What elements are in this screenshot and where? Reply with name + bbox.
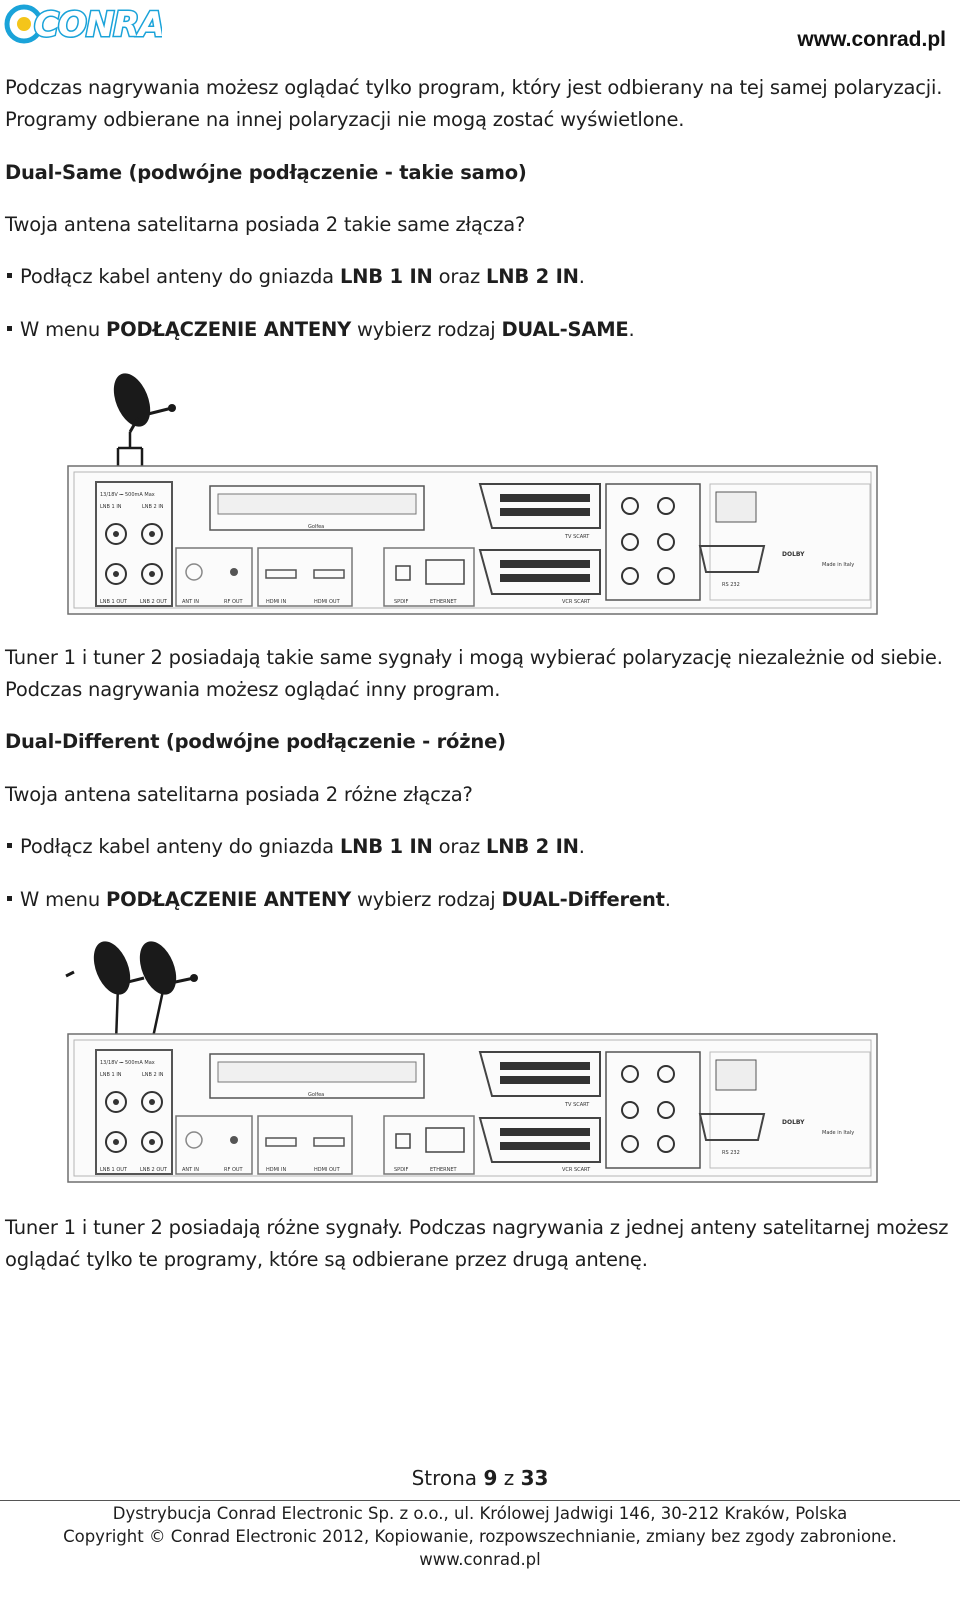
svg-text:RF OUT: RF OUT <box>224 599 244 605</box>
step-menu-select-1: W menu PODŁĄCZENIE ANTENY wybierz rodzaj… <box>5 314 635 346</box>
receiver-back-panel: 13/18V ⎓ 500mA Max LNB 1 IN LNB 2 IN LNB… <box>67 465 878 615</box>
svg-text:TV SCART: TV SCART <box>564 534 590 540</box>
step-connect-cable-1: Podłącz kabel anteny do gniazda LNB 1 IN… <box>5 261 585 293</box>
svg-text:RS 232: RS 232 <box>722 1150 740 1156</box>
svg-text:LNB 2 IN: LNB 2 IN <box>142 1072 164 1078</box>
conrad-logo: CONRAD <box>4 4 162 46</box>
spdif-ethernet: SPDIF ETHERNET <box>383 1115 475 1175</box>
header-url: www.conrad.pl <box>797 28 946 51</box>
svg-text:ETHERNET: ETHERNET <box>430 599 458 605</box>
svg-text:DOLBY: DOLBY <box>782 1119 805 1126</box>
svg-text:LNB 1 IN: LNB 1 IN <box>100 504 122 510</box>
svg-text:13/18V ⎓ 500mA Max: 13/18V ⎓ 500mA Max <box>100 492 155 498</box>
svg-text:Golfea: Golfea <box>308 1092 324 1098</box>
svg-text:HDMI IN: HDMI IN <box>266 1167 286 1173</box>
svg-text:VCR SCART: VCR SCART <box>562 1167 591 1173</box>
svg-text:ANT IN: ANT IN <box>182 1167 199 1173</box>
intro-line-2: Programy odbierane na innej polaryzacji … <box>5 108 685 131</box>
result-dual-different-line-2: oglądać tylko te programy, które są odbi… <box>5 1248 648 1271</box>
svg-text:RS 232: RS 232 <box>722 582 740 588</box>
footer-distribution: Dystrybucja Conrad Electronic Sp. z o.o.… <box>112 1504 848 1523</box>
vcr-scart: VCR SCART <box>478 549 601 605</box>
golfea-port: Golfea <box>209 485 425 531</box>
svg-text:TV SCART: TV SCART <box>564 1102 590 1108</box>
question-dual-different: Twoja antena satelitarna posiada 2 różne… <box>5 783 473 806</box>
step-connect-cable-2: Podłącz kabel anteny do gniazda LNB 1 IN… <box>5 831 585 863</box>
footer-url: www.conrad.pl <box>419 1550 541 1569</box>
svg-text:Made in Italy: Made in Italy <box>822 1130 854 1136</box>
svg-text:LNB 1 OUT: LNB 1 OUT <box>100 1167 128 1173</box>
page-number: Strona 9 z 33 <box>411 1466 549 1490</box>
svg-text:HDMI OUT: HDMI OUT <box>314 599 341 605</box>
heading-dual-different: Dual-Different (podwójne podłączenie - r… <box>5 730 506 753</box>
svg-text:LNB 2 OUT: LNB 2 OUT <box>140 599 168 605</box>
bullet-icon <box>7 273 12 278</box>
spdif-ethernet: SPDIF ETHERNET <box>383 547 475 607</box>
ant-rf-connectors: ANT IN RF OUT <box>175 1115 253 1175</box>
footer-divider <box>0 1500 960 1501</box>
result-dual-same-line-1: Tuner 1 i tuner 2 posiadają takie same s… <box>5 646 943 669</box>
tv-scart: TV SCART <box>478 1051 601 1108</box>
ant-rf-connectors: ANT IN RF OUT <box>175 547 253 607</box>
bullet-icon <box>7 843 12 848</box>
receiver-back-panel: 13/18V ⎓ 500mA Max LNB 1 IN LNB 2 IN LNB… <box>67 1033 878 1183</box>
logo-text: CONRAD <box>34 5 162 45</box>
satellite-dish-icon <box>113 373 176 433</box>
svg-text:HDMI OUT: HDMI OUT <box>314 1167 341 1173</box>
svg-text:SPDIF: SPDIF <box>394 599 409 605</box>
svg-text:Golfea: Golfea <box>308 524 324 530</box>
result-dual-different-line-1: Tuner 1 i tuner 2 posiadają różne sygnał… <box>5 1216 949 1239</box>
svg-text:SPDIF: SPDIF <box>394 1167 409 1173</box>
hdmi-connectors: HDMI IN HDMI OUT <box>257 547 353 607</box>
svg-text:HDMI IN: HDMI IN <box>266 599 286 605</box>
hdmi-connectors: HDMI IN HDMI OUT <box>257 1115 353 1175</box>
heading-dual-same: Dual-Same (podwójne podłączenie - takie … <box>5 161 527 184</box>
svg-text:LNB 1 IN: LNB 1 IN <box>100 1072 122 1078</box>
rca-connectors <box>605 1051 701 1169</box>
svg-text:DOLBY: DOLBY <box>782 551 805 558</box>
golfea-port: Golfea <box>209 1053 425 1099</box>
svg-text:ETHERNET: ETHERNET <box>430 1167 458 1173</box>
lnb-connector-block: 13/18V ⎓ 500mA Max LNB 1 IN LNB 2 IN LNB… <box>95 481 173 607</box>
step-menu-select-2: W menu PODŁĄCZENIE ANTENY wybierz rodzaj… <box>5 884 671 916</box>
rs232-port: RS 232 DOLBY Made in Italy <box>698 483 871 601</box>
rs232-port: RS 232 DOLBY Made in Italy <box>698 1051 871 1169</box>
svg-text:ANT IN: ANT IN <box>182 599 199 605</box>
diagram-dual-different: 13/18V ⎓ 500mA Max LNB 1 IN LNB 2 IN LNB… <box>65 941 878 1183</box>
result-dual-same-line-2: Podczas nagrywania możesz oglądać inny p… <box>5 678 501 701</box>
svg-text:LNB 2 IN: LNB 2 IN <box>142 504 164 510</box>
svg-text:LNB 1 OUT: LNB 1 OUT <box>100 599 128 605</box>
bullet-icon <box>7 326 12 331</box>
intro-line-1: Podczas nagrywania możesz oglądać tylko … <box>5 76 943 99</box>
tv-scart: TV SCART <box>478 483 601 540</box>
vcr-scart: VCR SCART <box>478 1117 601 1173</box>
diagram-dual-same: 13/18V ⎓ 500mA Max LNB 1 IN LNB 2 IN LNB… <box>67 373 878 615</box>
footer-copyright: Copyright © Conrad Electronic 2012, Kopi… <box>63 1527 897 1546</box>
svg-text:13/18V ⎓ 500mA Max: 13/18V ⎓ 500mA Max <box>100 1060 155 1066</box>
question-dual-same: Twoja antena satelitarna posiada 2 takie… <box>5 213 526 236</box>
svg-text:LNB 2 OUT: LNB 2 OUT <box>140 1167 168 1173</box>
rca-connectors <box>605 483 701 601</box>
bullet-icon <box>7 896 12 901</box>
svg-text:RF OUT: RF OUT <box>224 1167 244 1173</box>
lnb-connector-block: 13/18V ⎓ 500mA Max LNB 1 IN LNB 2 IN LNB… <box>95 1049 173 1175</box>
svg-text:VCR SCART: VCR SCART <box>562 599 591 605</box>
svg-text:Made in Italy: Made in Italy <box>822 562 854 568</box>
